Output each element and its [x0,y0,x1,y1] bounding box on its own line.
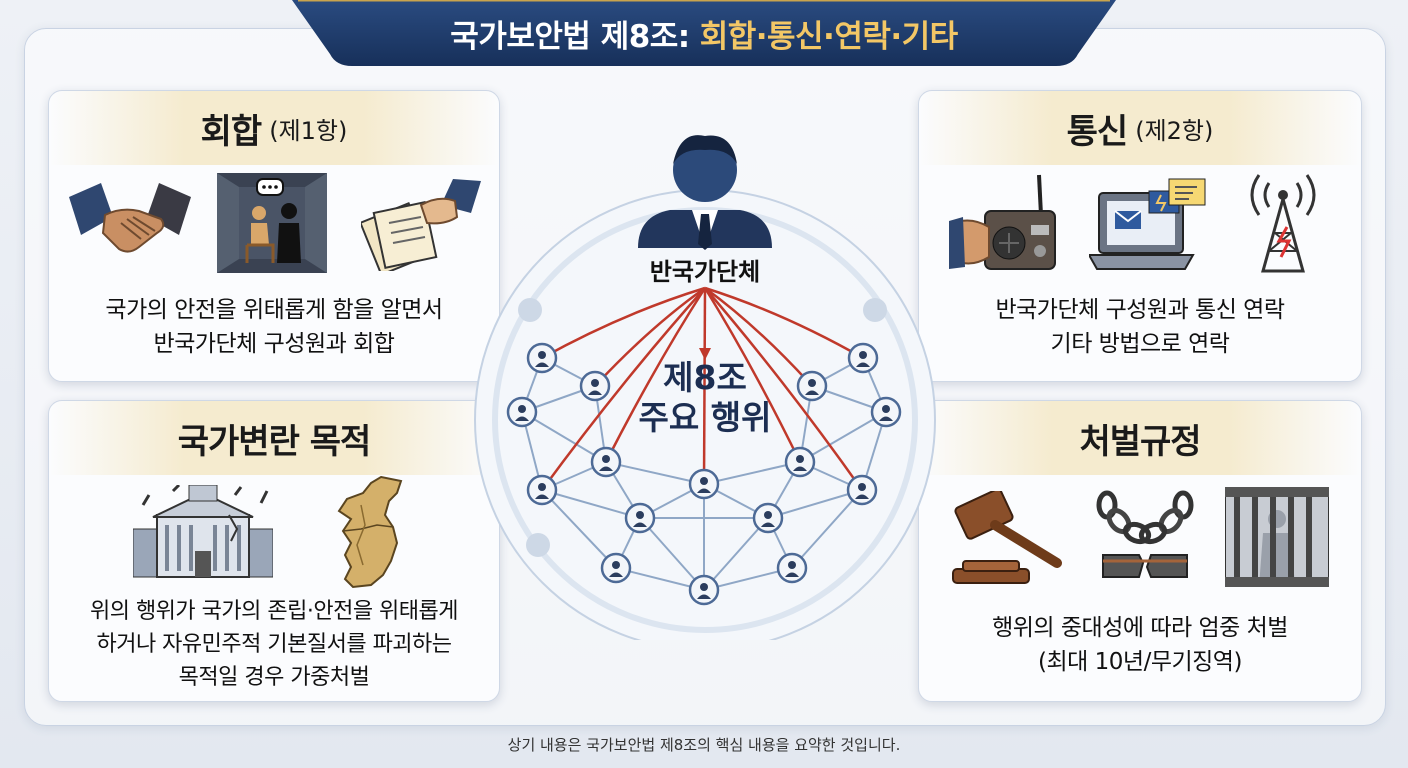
page-title-accent: 회합·통신·연락·기타 [699,18,959,55]
member-node-icon [600,552,632,584]
card-meeting-text: 국가의 안전을 위태롭게 함을 알면서 반국가단체 구성원과 회합 [49,293,499,361]
card-communication-header: 통신 (제2항) [919,91,1361,165]
network-link [767,489,863,519]
card-punishment: 처벌규정 행위의 중대성에 따라 엄중 처벌 (최대 10년/무기징역) [918,400,1362,702]
person-icon [638,135,772,250]
connection-line [704,286,864,360]
card-purpose: 국가변란 목적 위의 행위가 국가의 존립·안전을 위태롭게 하거나 자유민주적… [48,400,500,702]
network-diagram: 반국가단체 제8조 주요 행위 [470,120,940,640]
connection-line [540,287,706,491]
member-node-icon [776,552,808,584]
card-purpose-line-1: 위의 행위가 국가의 존립·안전을 위태롭게 [89,599,459,624]
banner-shape [292,0,1116,66]
network-link [541,489,641,519]
member-node-icon [526,342,558,374]
network-link [541,489,617,569]
connection-line [703,287,802,463]
connection-line [702,287,707,485]
gavel-icon [952,491,1062,584]
member-node-icon [590,446,622,478]
arrow-icon [699,348,711,360]
card-punishment-title: 처벌규정 [1079,421,1201,462]
card-meeting-line-1: 국가의 안전을 위태롭게 함을 알면서 [105,297,443,323]
member-node-icon [624,502,656,534]
ring-dot [526,533,550,557]
connection-line [704,287,864,491]
connection-line [604,287,707,463]
network-link [799,411,887,463]
card-purpose-header: 국가변란 목적 [49,401,499,475]
member-node-icon [688,468,720,500]
radio-icon [949,174,1056,270]
ring-dot [518,298,542,322]
member-node-icon [752,502,784,534]
card-communication-subtitle: (제2항) [1135,116,1214,145]
member-node-icon [870,396,902,428]
network-link [703,461,801,485]
card-meeting: 회합 (제1항) 국가의 안전을 위태롭게 함을 알면서 반국가단체 구성원과 … [48,90,500,382]
member-node-icon [688,574,720,606]
damaged-building-icon [133,485,273,578]
member-node-icon [526,474,558,506]
card-communication-title: 통신 [1066,111,1129,152]
card-purpose-text: 위의 행위가 국가의 존립·안전을 위태롭게 하거나 자유민주적 기본질서를 파… [49,595,499,694]
signal-tower-icon [1250,174,1316,273]
card-punishment-header: 처벌규정 [919,401,1361,475]
card-meeting-title: 회합 [200,111,263,152]
member-node-icon [784,446,816,478]
card-meeting-header: 회합 (제1항) [49,91,499,165]
member-node-icon [846,474,878,506]
connection-line [704,286,813,387]
card-punishment-text: 행위의 중대성에 따라 엄중 처벌 (최대 10년/무기징역) [919,611,1361,679]
center-title-line-1: 제8조 [663,358,747,397]
card-purpose-line-2: 하거나 자유민주적 기본질서를 파괴하는 [96,632,452,657]
member-node-icon [506,396,538,428]
network-link [703,517,769,591]
network-link [605,461,705,485]
ring-dot [863,298,887,322]
member-node-icon [847,342,879,374]
member-node-icon [579,370,611,402]
document-handover-icon [361,179,481,271]
center-title-line-2: 주요 행위 [638,398,772,437]
card-communication-line-1: 반국가단체 구성원과 통신 연락 [995,297,1285,323]
card-communication-line-2: 기타 방법으로 연락 [1050,331,1230,357]
card-purpose-line-3: 목적일 경우 가중처벌 [178,665,370,690]
card-punishment-line-2: (최대 10년/무기징역) [1038,649,1242,675]
connection-line [541,286,706,360]
page-title: 국가보안법 제8조: [450,18,690,55]
network-link [639,517,705,591]
member-node-icon [796,370,828,402]
card-communication: 통신 (제2항) 반국가단체 구성원과 통신 연락 기타 방법으로 연락 [918,90,1362,382]
card-purpose-title: 국가변란 목적 [177,421,372,462]
prison-bars-icon [1225,487,1329,587]
title-banner: 국가보안법 제8조: 회합·통신·연락·기타 [292,0,1116,66]
footnote: 상기 내용은 국가보안법 제8조의 핵심 내용을 요약한 것입니다. [507,736,901,754]
card-meeting-subtitle: (제1항) [269,116,348,145]
connection-line [594,286,706,387]
korea-map-icon [337,475,403,589]
laptop-icon [1089,178,1206,270]
center-title: 제8조 주요 행위 [590,358,820,438]
card-meeting-line-2: 반국가단체 구성원과 회합 [153,331,395,357]
card-communication-text: 반국가단체 구성원과 통신 연락 기타 방법으로 연락 [919,293,1361,361]
card-punishment-line-1: 행위의 중대성에 따라 엄중 처벌 [992,615,1288,641]
network-link [791,489,863,569]
broken-chain-icon [1096,490,1194,578]
handshake-icon [69,183,191,253]
hub-label: 반국가단체 [649,258,761,286]
secret-meeting-icon [217,173,327,273]
network-graphic [474,135,936,640]
network-link [521,411,607,463]
